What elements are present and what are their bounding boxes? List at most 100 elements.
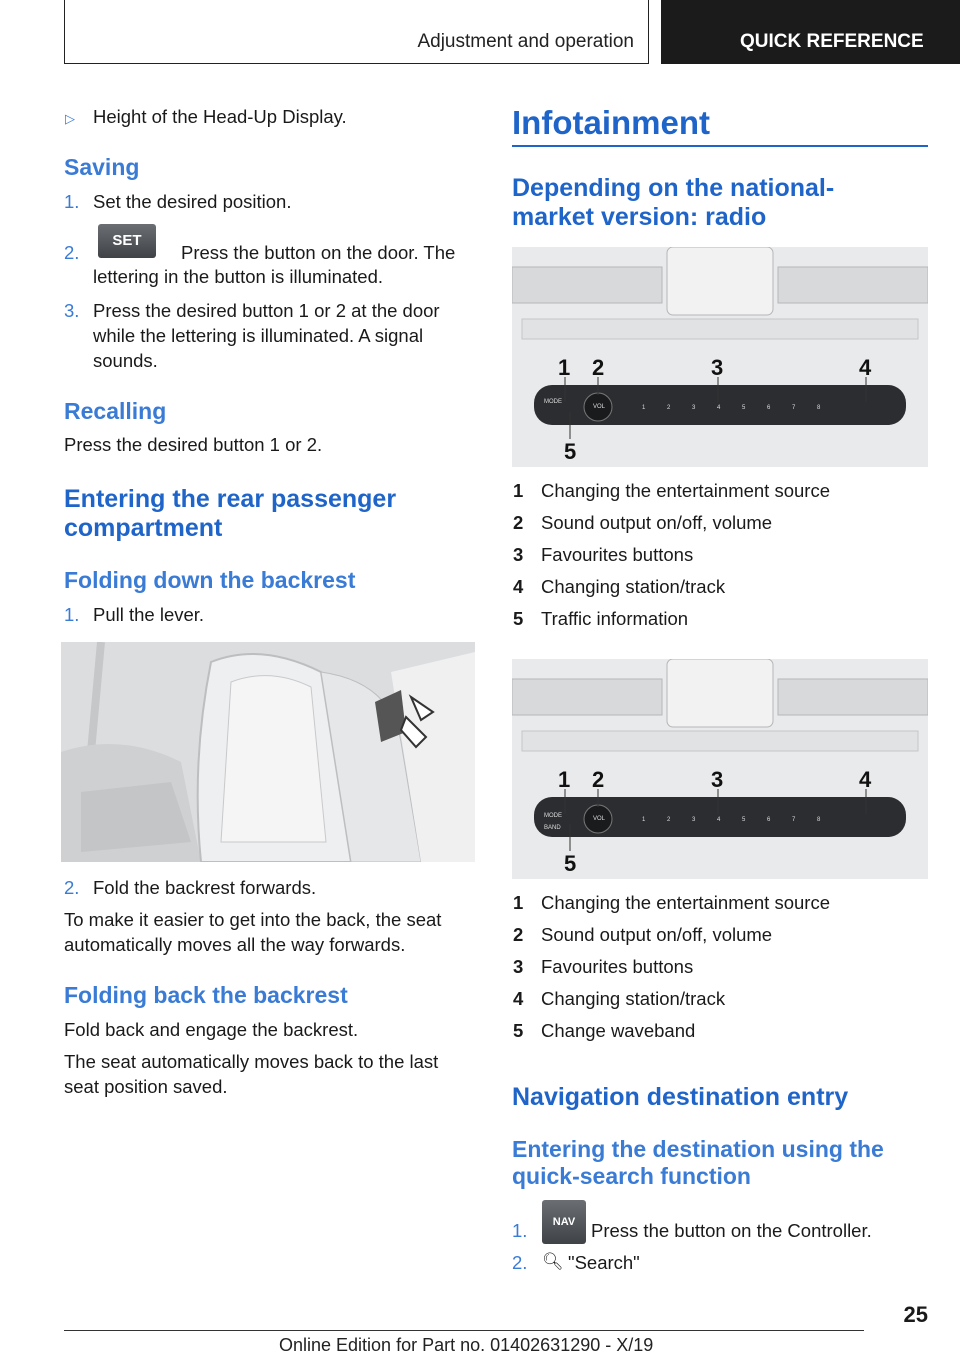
- callout-1: 1: [558, 355, 570, 380]
- preset-key-label: 5: [742, 405, 746, 411]
- step-text: "Search": [568, 1252, 640, 1273]
- footer-rule: [64, 1330, 864, 1331]
- preset-key-label: 4: [717, 405, 721, 411]
- step-number: 2.: [512, 1252, 528, 1273]
- preset-key-label: 3: [692, 405, 696, 411]
- legend-text: Favourites buttons: [541, 544, 694, 565]
- legend-text: Favourites buttons: [541, 956, 694, 977]
- step-text: sounds.: [93, 350, 158, 371]
- seat-lever-photo: [61, 642, 475, 862]
- preset-key-label: 6: [767, 405, 771, 411]
- legend-number: 5: [513, 1020, 524, 1041]
- fold-down-heading: Folding down the backrest: [64, 567, 356, 593]
- preset-key-label: 7: [792, 817, 796, 823]
- note-text: To make it easier to get into the back, …: [64, 909, 442, 930]
- step-text: Press the desired button 1 or 2 at the d…: [93, 300, 440, 321]
- bullet-text: Height of the Head-Up Display.: [93, 106, 347, 127]
- preset-key-label: 2: [667, 405, 671, 411]
- mode-key-label: MODE: [544, 399, 562, 405]
- legend-text: Sound output on/off, volume: [541, 924, 773, 945]
- section-header: Adjustment and operation: [64, 0, 649, 64]
- edition-footer: Online Edition for Part no. 01402631290 …: [279, 1335, 654, 1355]
- legend-text: Traffic information: [541, 608, 689, 629]
- legend-number: 3: [513, 956, 524, 977]
- preset-key-label: 7: [792, 405, 796, 411]
- nav-subheading-1: Entering the destination using the: [512, 1136, 884, 1162]
- step-number: 2.: [64, 877, 80, 898]
- search-icon: 🔍︎: [542, 1252, 564, 1271]
- infotainment-title: Infotainment: [512, 104, 710, 141]
- fold-back-heading: Folding back the backrest: [64, 982, 348, 1008]
- callout-4: 4: [859, 355, 872, 380]
- callout-5: 5: [564, 439, 576, 464]
- preset-key-label: 8: [817, 817, 821, 823]
- title-rule: [512, 145, 928, 147]
- radio-heading-2: market version: radio: [512, 203, 767, 231]
- preset-key-label: 8: [817, 405, 821, 411]
- step-text: Press the button on the Controller.: [591, 1220, 872, 1241]
- legend-number: 3: [513, 544, 524, 565]
- legend-text: Changing the entertainment source: [541, 480, 830, 501]
- step-text: Set the desired position.: [93, 191, 292, 212]
- legend-number: 5: [513, 608, 524, 629]
- radio-heading-1: Depending on the national-: [512, 174, 835, 202]
- preset-key-label: 2: [667, 817, 671, 823]
- callout-3: 3: [711, 355, 723, 380]
- callout-2: 2: [592, 767, 604, 792]
- preset-key-label: 1: [642, 817, 646, 823]
- nav-heading: Navigation destination entry: [512, 1083, 849, 1111]
- legend-number: 1: [513, 892, 524, 913]
- step-number: 1.: [64, 191, 80, 212]
- fold-back-text: seat position saved.: [64, 1076, 228, 1097]
- legend-number: 2: [513, 512, 524, 533]
- preset-key-label: 3: [692, 817, 696, 823]
- legend-text: Sound output on/off, volume: [541, 512, 773, 533]
- step-text: Pull the lever.: [93, 604, 205, 625]
- note-text: automatically moves all the way forwards…: [64, 934, 406, 955]
- legend-number: 1: [513, 480, 524, 501]
- callout-4: 4: [859, 767, 872, 792]
- mode-key-label: MODE: [544, 813, 562, 819]
- legend-text: Changing station/track: [541, 988, 726, 1009]
- step-number: 1.: [64, 604, 80, 625]
- page-number: 25: [903, 1302, 928, 1327]
- bullet-triangle-icon: ▷: [65, 111, 75, 126]
- saving-heading: Saving: [64, 154, 140, 180]
- fold-back-text: Fold back and engage the backrest.: [64, 1019, 359, 1040]
- nav-button-icon: NAV: [542, 1200, 586, 1244]
- legend-text: Change waveband: [541, 1020, 696, 1041]
- vol-key-label: VOL: [593, 816, 606, 822]
- step-number: 2.: [64, 242, 80, 263]
- legend-text: Changing station/track: [541, 576, 726, 597]
- step-number: 3.: [64, 300, 80, 321]
- quick-reference-tab[interactable]: QUICK REFERENCE: [661, 0, 960, 64]
- callout-2: 2: [592, 355, 604, 380]
- preset-key-label: 6: [767, 817, 771, 823]
- vol-key-label: VOL: [593, 404, 606, 410]
- preset-key-label: 4: [717, 817, 721, 823]
- step-text: while the lettering is illuminated. A si…: [93, 325, 424, 346]
- callout-1: 1: [558, 767, 570, 792]
- recalling-text: Press the desired button 1 or 2.: [64, 434, 323, 455]
- step-number: 1.: [512, 1220, 528, 1241]
- rear-heading-2: compartment: [64, 514, 223, 542]
- step-text: lettering in the button is illuminated.: [93, 266, 384, 287]
- preset-key-label: 1: [642, 405, 646, 411]
- fold-back-text: The seat automatically moves back to the…: [64, 1051, 439, 1072]
- callout-5: 5: [564, 851, 576, 876]
- set-button-icon: SET: [98, 224, 156, 258]
- recalling-heading: Recalling: [64, 398, 167, 424]
- step-text: Press the button on the door. The: [181, 242, 456, 263]
- seat-illustration: [61, 642, 475, 862]
- band-key-label: BAND: [544, 825, 561, 831]
- step-text: Fold the backrest forwards.: [93, 877, 317, 898]
- legend-number: 4: [513, 576, 524, 597]
- preset-key-label: 5: [742, 817, 746, 823]
- rear-heading-1: Entering the rear passenger: [64, 485, 397, 513]
- legend-text: Changing the entertainment source: [541, 892, 830, 913]
- legend-number: 2: [513, 924, 524, 945]
